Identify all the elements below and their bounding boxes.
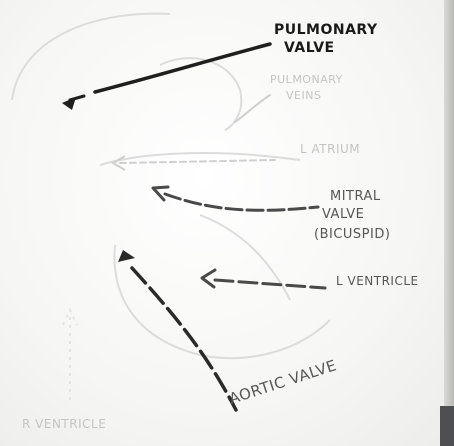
board-frame-corner — [440, 406, 454, 446]
aortic-valve-arrow — [118, 250, 238, 412]
pulmonary-veins-label-line2: VEINS — [286, 89, 322, 102]
left-ventricle-label: L VENTRICLE — [336, 274, 419, 288]
left-atrium-label: L ATRIUM — [300, 142, 361, 156]
left-atrium-arrow — [111, 155, 276, 171]
right-ventricle-label: R VENTRICLE — [22, 417, 107, 431]
pulmonary-valve-label-line2: VALVE — [284, 40, 335, 56]
pulmonary-veins-arrow — [234, 94, 271, 123]
board-frame-edge — [444, 0, 454, 446]
mitral-valve-label: MITRAL — [330, 189, 381, 204]
erased-heart-outline — [11, 12, 331, 360]
mitral-valve-arrow — [151, 185, 320, 212]
mitral-valve-label-line2: VALVE — [322, 207, 365, 222]
pulmonary-veins-label: PULMONARY — [270, 73, 343, 86]
pulmonary-valve-arrow — [62, 42, 272, 110]
erased-right-ventricle-arrow — [62, 307, 78, 400]
left-ventricle-arrow — [200, 268, 327, 290]
pulmonary-valve-label: PULMONARY — [274, 22, 378, 38]
mitral-valve-label-line3: (BICUSPID) — [314, 227, 391, 242]
